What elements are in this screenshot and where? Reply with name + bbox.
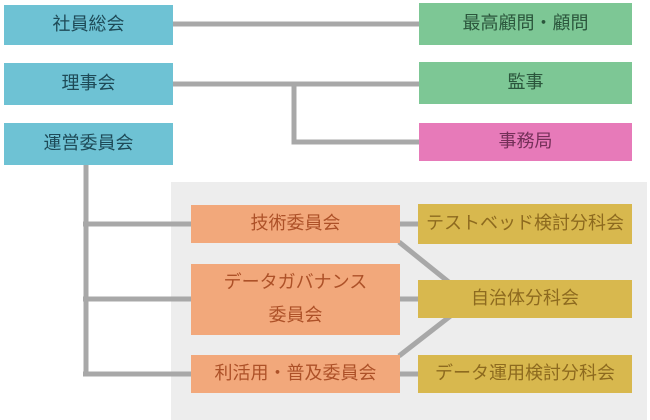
node-auditor-label: 監事 (507, 71, 544, 93)
node-secretariat: 事務局 (419, 123, 632, 161)
node-utilization-committee: 利活用・普及委員会 (191, 355, 400, 393)
edge-board-secretariat (291, 82, 421, 145)
node-testbed-subcommittee-label: テストベッド検討分科会 (426, 212, 624, 234)
node-board-of-directors-label: 理事会 (61, 72, 116, 94)
node-testbed-subcommittee: テストベッド検討分科会 (418, 204, 632, 244)
node-steering-committee-label: 運営委員会 (43, 132, 134, 154)
node-technology-committee: 技術委員会 (191, 205, 400, 243)
node-data-operation-subcommittee-label: データ運用検討分科会 (435, 362, 615, 384)
node-data-operation-subcommittee: データ運用検討分科会 (418, 355, 632, 393)
node-utilization-committee-label: 利活用・普及委員会 (214, 362, 377, 384)
node-municipality-subcommittee-label: 自治体分科会 (471, 287, 579, 309)
node-secretariat-label: 事務局 (498, 130, 553, 152)
node-general-meeting: 社員総会 (4, 5, 173, 45)
node-technology-committee-label: 技術委員会 (250, 212, 341, 234)
node-municipality-subcommittee: 自治体分科会 (418, 280, 632, 318)
node-auditor: 監事 (419, 62, 632, 104)
node-supreme-advisors: 最高顧問・顧問 (419, 3, 632, 45)
node-board-of-directors: 理事会 (4, 63, 173, 105)
node-steering-committee: 運営委員会 (4, 123, 173, 165)
node-data-governance-committee: データガバナンス 委員会 (191, 264, 400, 335)
node-general-meeting-label: 社員総会 (52, 13, 125, 35)
node-data-governance-committee-label: データガバナンス 委員会 (223, 272, 368, 326)
node-supreme-advisors-label: 最高顧問・顧問 (462, 12, 589, 34)
